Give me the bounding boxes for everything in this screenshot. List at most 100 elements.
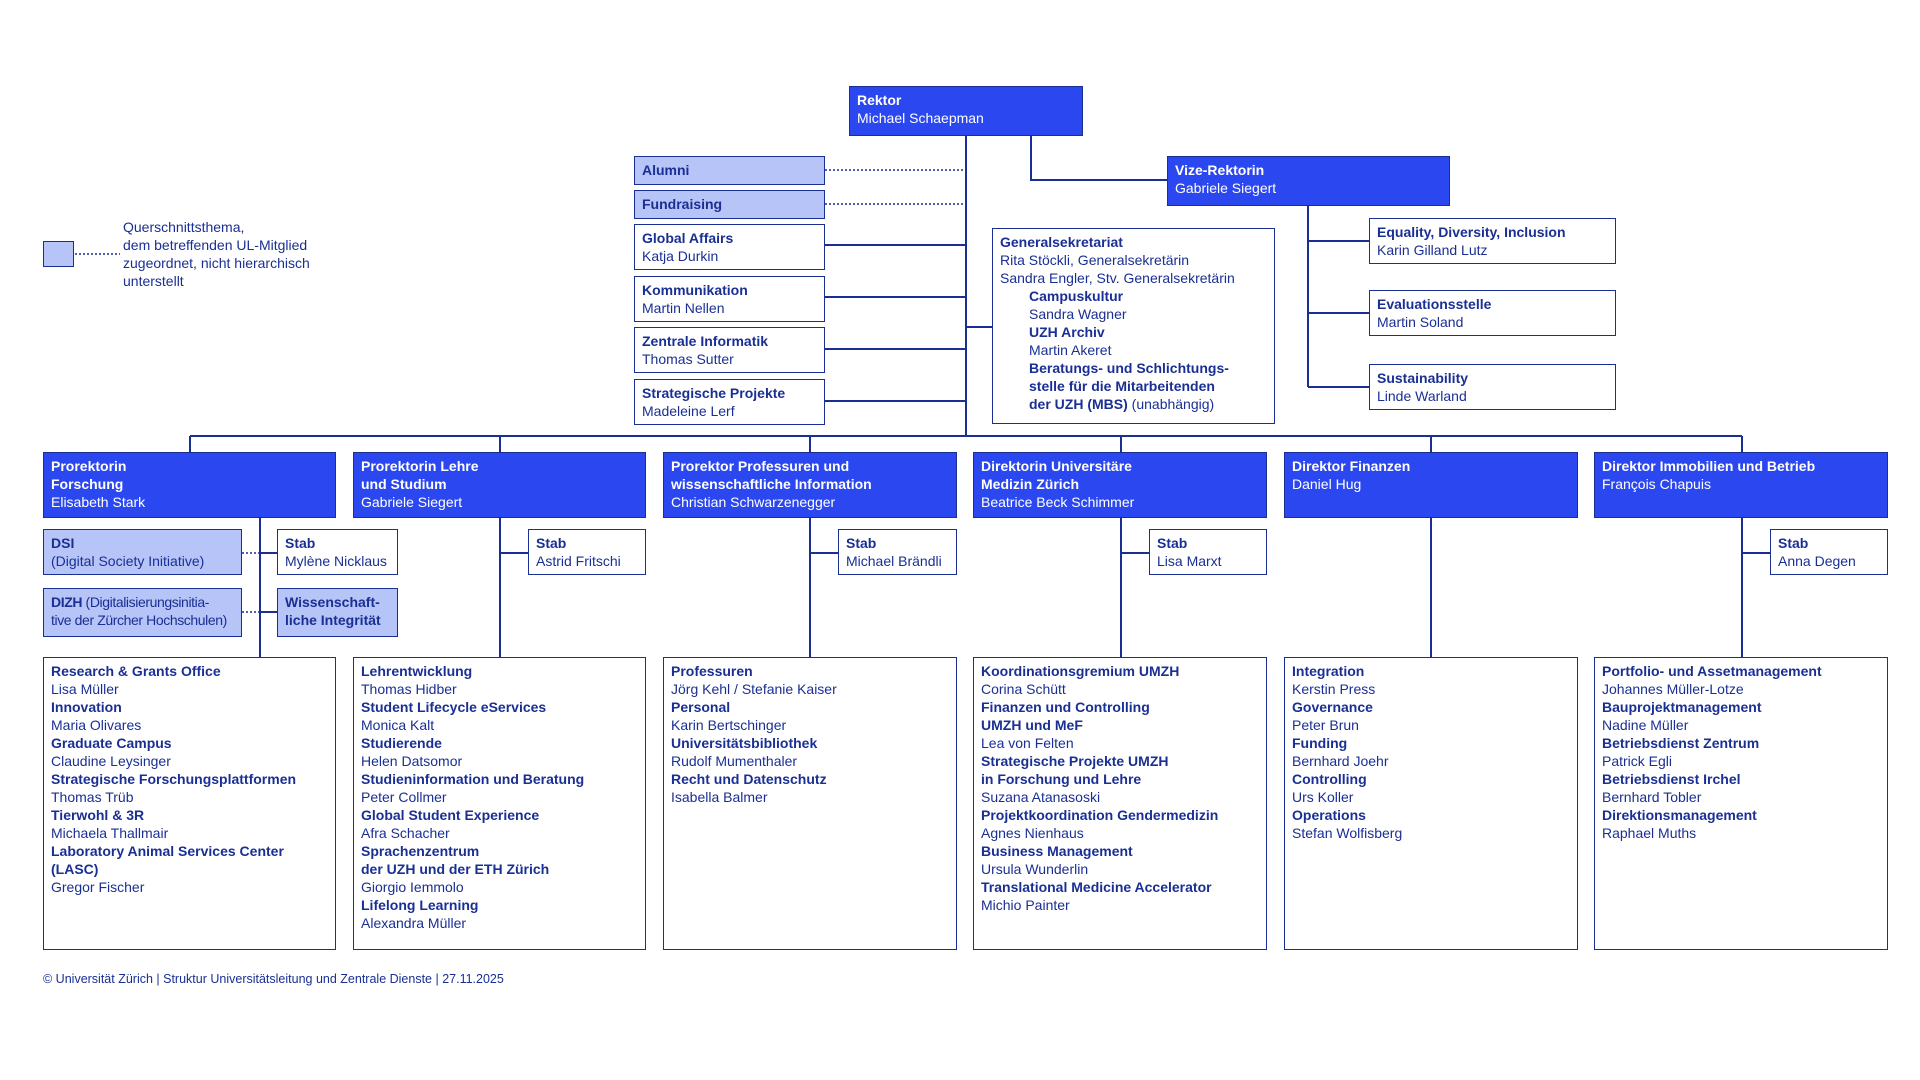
dept-medizin-head: Direktorin Universitäre Medizin Zürich B… [973,452,1267,518]
dsi-name: (Digital Society Initiative) [51,553,205,569]
unit-name: Corina Schütt [981,681,1066,697]
unit-name: Afra Schacher [361,825,450,841]
dizh-box: DIZH (Digitalisierungsinitia- tive der Z… [43,588,242,637]
mbs-suffix: (unabhängig) [1127,396,1215,412]
global-affairs-name: Katja Durkin [642,248,719,264]
stab-lehre: Stab Astrid Fritschi [528,529,646,575]
unit-name: Monica Kalt [361,717,435,733]
strategische-projekte-name: Madeleine Lerf [642,403,735,419]
edi-title: Equality, Diversity, Inclusion [1377,224,1566,240]
unit-title: Operations [1292,807,1366,823]
unit-name: Claudine Leysinger [51,753,171,769]
generalsekretariat-name2: Sandra Engler, Stv. Generalsekretärin [1000,270,1235,286]
stab-name: Michael Brändli [846,553,942,569]
rektor-name: Michael Schaepman [857,110,984,126]
unit-name: Peter Brun [1292,717,1359,733]
unit-title: Studieninformation und Beratung [361,771,585,787]
edi-name: Karin Gilland Lutz [1377,242,1488,258]
unit-title: Funding [1292,735,1348,751]
stab-title: Stab [846,535,877,551]
stab-title: Stab [1157,535,1188,551]
dept-professuren-name: Christian Schwarzenegger [671,494,836,510]
dept-forschung-title: Prorektorin Forschung [51,458,127,492]
unit-name: Nadine Müller [1602,717,1689,733]
dept-finanzen-head: Direktor Finanzen Daniel Hug [1284,452,1578,518]
unit-title: Bauprojektmanagement [1602,699,1762,715]
unit-title: Portfolio- und Assetmanagement [1602,663,1822,679]
evaluationsstelle-box: Evaluationsstelle Martin Soland [1369,290,1616,336]
uzh-archiv-name: Martin Akeret [1029,342,1112,358]
dept-immobilien-head: Direktor Immobilien und Betrieb François… [1594,452,1888,518]
dept-lehre-title: Prorektorin Lehre und Studium [361,458,479,492]
vize-connector [1030,136,1167,181]
dept-medizin-name: Beatrice Beck Schimmer [981,494,1135,510]
footer-text: © Universität Zürich | Struktur Universi… [43,972,504,986]
evaluationsstelle-name: Martin Soland [1377,314,1464,330]
unit-title: Direktionsmanagement [1602,807,1757,823]
unit-title: Business Management [981,843,1133,859]
unit-title: Betriebsdienst Zentrum [1602,735,1760,751]
rektor-box: Rektor Michael Schaepman [849,86,1083,136]
unit-name: Kerstin Press [1292,681,1376,697]
unit-name: Maria Olivares [51,717,142,733]
fundraising-title: Fundraising [642,196,723,212]
vize-rektorin-box: Vize-Rektorin Gabriele Siegert [1167,156,1450,206]
dept-finanzen-name: Daniel Hug [1292,476,1362,492]
stab-title: Stab [536,535,567,551]
unit-name: Jörg Kehl / Stefanie Kaiser [671,681,837,697]
stab-title: Stab [1778,535,1809,551]
kommunikation-title: Kommunikation [642,282,748,298]
unit-title: Controlling [1292,771,1367,787]
zentrale-informatik-title: Zentrale Informatik [642,333,769,349]
kommunikation-name: Martin Nellen [642,300,725,316]
vize-title: Vize-Rektorin [1175,162,1265,178]
dept-immobilien-title: Direktor Immobilien und Betrieb [1602,458,1816,474]
legend-swatch [43,241,74,267]
unit-name: Giorgio Iemmolo [361,879,464,895]
unit-title: Integration [1292,663,1365,679]
unit-name: Helen Datsomor [361,753,463,769]
unit-name: Bernhard Joehr [1292,753,1389,769]
dept-professuren-head: Prorektor Professuren und wissenschaftli… [663,452,957,518]
unit-name: Gregor Fischer [51,879,145,895]
dsi-title: DSI [51,535,75,551]
unit-title: Recht und Datenschutz [671,771,827,787]
stab-name: Anna Degen [1778,553,1856,569]
unit-name: Michio Painter [981,897,1070,913]
unit-name: Thomas Trüb [51,789,134,805]
stab-name: Mylène Nicklaus [285,553,387,569]
unit-name: Rudolf Mumenthaler [671,753,798,769]
evaluationsstelle-title: Evaluationsstelle [1377,296,1492,312]
alumni-title: Alumni [642,162,690,178]
zentrale-informatik-box: Zentrale Informatik Thomas Sutter [634,327,825,373]
uzh-archiv-title: UZH Archiv [1029,324,1105,340]
unit-name: Peter Collmer [361,789,447,805]
unit-name: Agnes Nienhaus [981,825,1084,841]
unit-title: Koordinationsgremium UMZH [981,663,1180,679]
unit-title: Sprachenzentrum der UZH und der ETH Züri… [361,843,550,877]
unit-title: Studierende [361,735,442,751]
unit-title: Governance [1292,699,1373,715]
unit-title: Research & Grants Office [51,663,221,679]
unit-title: Student Lifecycle eServices [361,699,547,715]
unit-name: Lisa Müller [51,681,119,697]
unit-name: Lea von Felten [981,735,1074,751]
dept-forschung-name: Elisabeth Stark [51,494,146,510]
legend-text: Querschnittsthema, dem betreffenden UL-M… [123,219,310,289]
unit-title: Projektkoordination Gendermedizin [981,807,1219,823]
sustainability-box: Sustainability Linde Warland [1369,364,1616,410]
unit-title: Strategische Forschungsplattformen [51,771,297,787]
campuskultur-name: Sandra Wagner [1029,306,1127,322]
rektor-title: Rektor [857,92,902,108]
sustainability-title: Sustainability [1377,370,1469,386]
unit-name: Isabella Balmer [671,789,768,805]
dizh-name: (Digitalisierungsinitia- tive der Zürche… [51,594,227,628]
fundraising-box: Fundraising [634,190,825,219]
dept-lehre-name: Gabriele Siegert [361,494,463,510]
unit-title: Lifelong Learning [361,897,479,913]
unit-title: Finanzen und Controlling [981,699,1150,715]
